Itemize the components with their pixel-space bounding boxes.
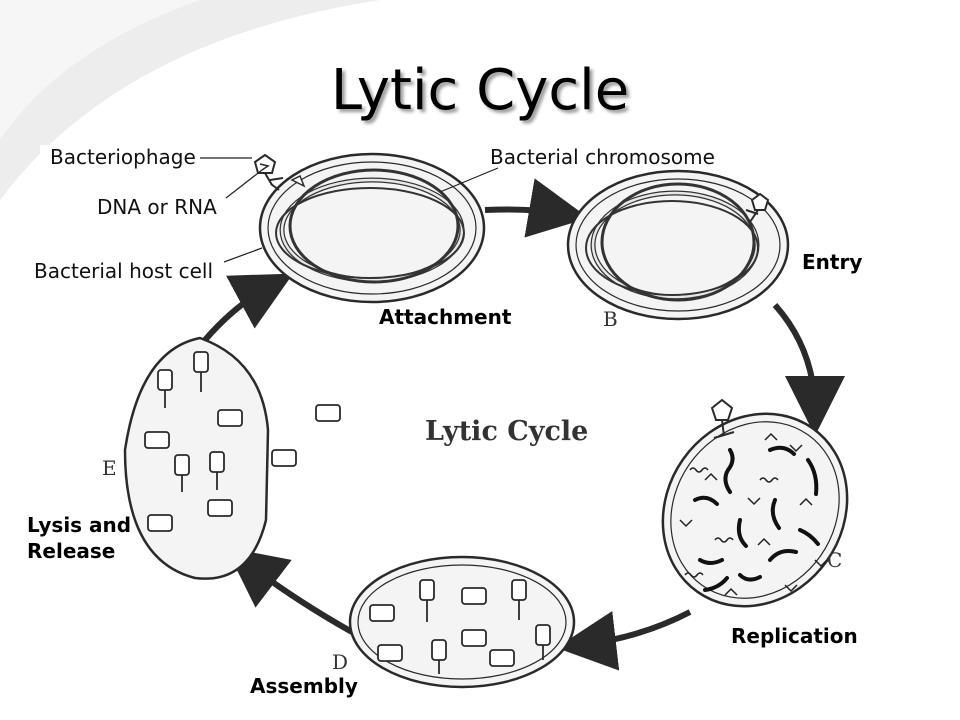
arrow-a-to-b	[484, 178, 589, 238]
second-phage-fragment	[290, 174, 306, 188]
stage-replication: Replication	[731, 624, 858, 648]
page-title: Lytic Cycle	[330, 58, 630, 123]
cell-attachment	[253, 152, 486, 304]
letter-e: E	[102, 456, 117, 480]
center-label: Lytic Cycle	[425, 416, 589, 447]
cell-entry	[566, 169, 790, 321]
stage-assembly: Assembly	[250, 674, 358, 698]
replicated-dna	[693, 445, 820, 592]
arrow-c-to-d	[556, 609, 692, 671]
cell-lysis	[123, 336, 341, 580]
wavy-rna	[684, 467, 779, 578]
leader-lines	[200, 157, 499, 263]
bacterial-chromosome	[275, 168, 465, 284]
assembling-phages	[369, 579, 551, 674]
cell-replication	[661, 398, 849, 608]
released-phages	[144, 351, 341, 532]
arrow-e-to-a	[202, 273, 294, 342]
bacteriophage-icon	[253, 153, 284, 191]
letter-c: C	[827, 548, 843, 572]
label-dna-or-rna: DNA or RNA	[97, 195, 217, 219]
protein-fragments	[679, 432, 828, 596]
label-bacteriophage: Bacteriophage	[50, 145, 196, 169]
arrow-b-to-c	[772, 303, 845, 436]
label-bacterial-host-cell: Bacterial host cell	[34, 259, 214, 283]
cell-assembly	[348, 555, 576, 689]
letter-b: B	[603, 307, 618, 331]
stage-attachment: Attachment	[379, 305, 512, 329]
arrow-d-to-e	[225, 547, 354, 635]
phage-on-cell-b-icon	[745, 192, 770, 223]
stage-lysis-and-release: Lysis and Release	[27, 513, 132, 563]
cycle-arrows	[202, 178, 845, 671]
phage-on-cell-c-icon	[710, 398, 735, 439]
letter-d: D	[332, 650, 349, 674]
label-bacterial-chromosome: Bacterial chromosome	[490, 145, 715, 169]
stage-entry: Entry	[802, 250, 863, 274]
